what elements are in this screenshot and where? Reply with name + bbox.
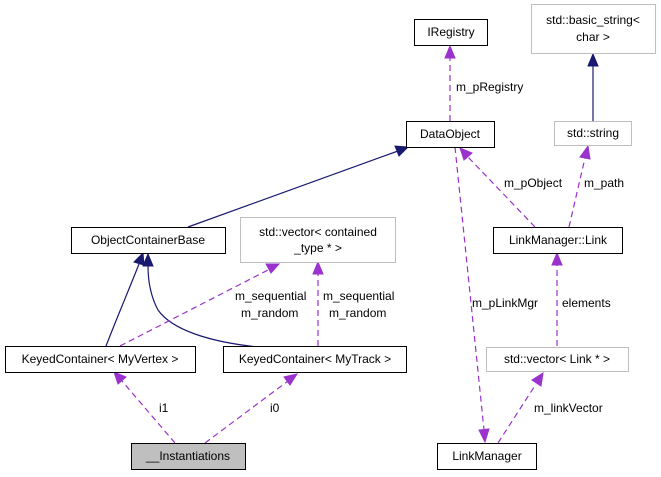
node-linkmanager-link[interactable]: LinkManager::Link <box>493 227 623 254</box>
edge-dataobject-to-linkmanager <box>454 146 490 444</box>
edge-vertex-to-objectcontainerbase <box>105 251 145 347</box>
node-linkmanager-link-label: LinkManager::Link <box>509 233 608 247</box>
node-objectcontainerbase[interactable]: ObjectContainerBase <box>71 227 226 254</box>
label-m-path: m_path <box>584 176 624 190</box>
node-keyedcontainer-mytrack-label: KeyedContainer< MyTrack > <box>239 352 391 366</box>
label-m-plinkmgr: m_pLinkMgr <box>472 296 538 310</box>
label-m-pobject: m_pObject <box>504 176 563 190</box>
edge-link-to-string <box>568 144 591 228</box>
edge-instantiations-to-vertex <box>113 371 176 444</box>
node-std-string-label: std::string <box>567 126 619 140</box>
node-dataobject-label: DataObject <box>420 127 481 141</box>
node-objectcontainerbase-label: ObjectContainerBase <box>91 233 205 247</box>
edge-vector-link-to-link <box>551 251 563 346</box>
node-std-vector-contained-label-1: std::vector< contained <box>259 225 377 239</box>
edge-track-to-objectcontainerbase <box>142 252 259 348</box>
node-std-vector-link[interactable]: std::vector< Link * > <box>486 347 629 372</box>
label-m-random-right: m_random <box>329 306 386 320</box>
node-dataobject[interactable]: DataObject <box>406 121 495 148</box>
node-instantiations-label: __Instantiations <box>145 449 230 463</box>
node-instantiations[interactable]: __Instantiations <box>131 443 246 470</box>
node-std-basic-string[interactable]: std::basic_string< char > <box>531 4 656 54</box>
node-keyedcontainer-myvertex-label: KeyedContainer< MyVertex > <box>22 352 179 366</box>
edge-track-to-vector-contained <box>312 260 324 346</box>
node-keyedcontainer-mytrack[interactable]: KeyedContainer< MyTrack > <box>223 346 407 373</box>
edge-string-to-basic-string <box>587 52 599 121</box>
node-iregistry-label: IRegistry <box>427 25 474 39</box>
label-m-sequential-right: m_sequential <box>323 289 394 303</box>
label-m-sequential-left: m_sequential <box>235 289 306 303</box>
edge-dataobject-to-iregistry <box>444 44 456 121</box>
node-std-vector-contained[interactable]: std::vector< contained _type * > <box>240 217 396 263</box>
edge-objectcontainerbase-to-dataobject <box>187 145 410 228</box>
node-std-vector-contained-label-2: _type * > <box>293 241 342 255</box>
node-linkmanager-label: LinkManager <box>452 449 521 463</box>
node-std-string[interactable]: std::string <box>554 121 632 146</box>
label-i1: i1 <box>159 401 169 415</box>
label-elements: elements <box>562 296 611 310</box>
node-keyedcontainer-myvertex[interactable]: KeyedContainer< MyVertex > <box>5 346 196 373</box>
edge-linkmanager-to-vector-link <box>497 371 544 444</box>
node-linkmanager[interactable]: LinkManager <box>437 443 537 470</box>
label-m-linkvector: m_linkVector <box>534 401 603 415</box>
node-std-vector-link-label: std::vector< Link * > <box>504 352 610 366</box>
label-i0: i0 <box>270 401 280 415</box>
edge-instantiations-to-track <box>204 373 299 444</box>
label-m-pregistry: m_pRegistry <box>456 80 523 94</box>
label-m-random-left: m_random <box>241 306 298 320</box>
edge-vertex-to-vector-contained <box>119 263 281 347</box>
node-iregistry[interactable]: IRegistry <box>414 19 488 46</box>
edge-link-to-dataobject <box>459 147 536 228</box>
node-std-basic-string-label-2: char > <box>576 30 610 44</box>
node-std-basic-string-label-1: std::basic_string< <box>546 13 640 27</box>
